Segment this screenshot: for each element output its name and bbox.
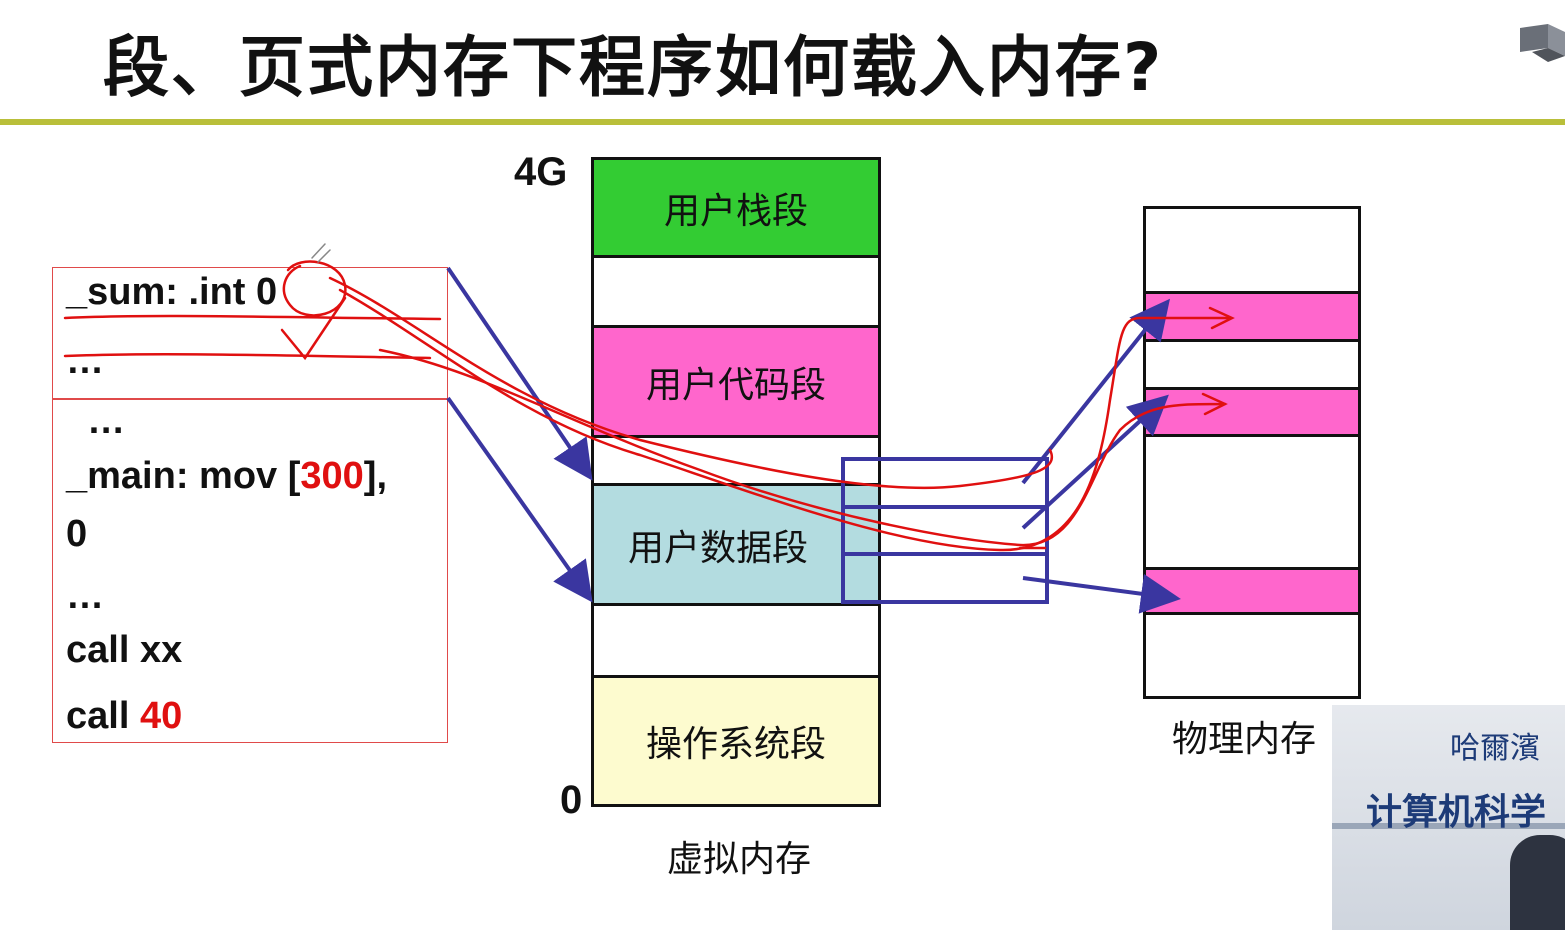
program-line-ellipsis-3: … — [66, 575, 104, 617]
vm-top-label: 4G — [514, 150, 568, 194]
vm-line — [594, 483, 878, 486]
circle-zero — [282, 260, 347, 317]
curve-c — [378, 348, 1227, 547]
physical-frame-3 — [1146, 567, 1358, 615]
physical-memory — [1143, 206, 1361, 699]
program-listing — [52, 267, 448, 743]
video-sign-top: 哈爾濱 — [1450, 731, 1540, 766]
arrowhead-b — [1208, 306, 1235, 330]
program-line-main: _main: mov [300], — [66, 455, 388, 497]
program-line-call-xx: call xx — [66, 629, 183, 671]
video-inset: 哈爾濱 计算机科学 — [1332, 705, 1565, 930]
underline-ellipsis — [63, 353, 432, 360]
page-table — [841, 457, 1049, 604]
arrow-data-section — [446, 266, 593, 481]
video-stripe — [1332, 823, 1565, 829]
underline-sum — [63, 314, 442, 321]
mapping-arrows — [446, 266, 1181, 614]
program-line-zero: 0 — [66, 513, 88, 555]
segment-user-code: 用户代码段 — [594, 328, 878, 435]
checkmark — [280, 296, 347, 361]
segment-os: 操作系统段 — [594, 678, 878, 804]
arrow-page-2 — [1022, 573, 1181, 614]
program-line-sum: _sum: .int 0 — [66, 271, 278, 313]
program-line-call-40: call 40 — [66, 695, 183, 737]
arrowhead-c — [1201, 392, 1228, 416]
physical-frame-2 — [1146, 387, 1358, 437]
segment-user-stack: 用户栈段 — [594, 160, 878, 256]
handwritten-annotations — [63, 243, 1235, 552]
physical-frame-1 — [1146, 291, 1358, 342]
vm-line — [594, 435, 878, 438]
video-sign-main: 计算机科学 — [1366, 792, 1547, 833]
pm-caption: 物理内存 — [1172, 719, 1317, 760]
arrow-page-0 — [1021, 298, 1170, 485]
curve-a — [328, 276, 1053, 490]
vm-bottom-label: 0 — [560, 778, 583, 822]
vm-caption: 虚拟内存 — [667, 839, 812, 880]
program-line-ellipsis-2: … — [66, 400, 126, 442]
vm-line — [594, 603, 878, 606]
program-divider — [53, 398, 447, 400]
segment-user-data: 用户数据段 — [594, 486, 878, 603]
arrow-code-section — [446, 396, 593, 603]
cursor-icon — [311, 243, 331, 263]
title-rule — [0, 119, 1565, 125]
curve-b — [338, 288, 1232, 552]
logo-icon — [1520, 24, 1565, 62]
slide-title: 段、页式内存下程序如何载入内存? — [103, 29, 1164, 106]
vm-line — [594, 675, 878, 678]
vm-line — [594, 255, 878, 258]
presenter — [1510, 835, 1565, 930]
arrow-page-1 — [1021, 394, 1169, 530]
program-line-ellipsis-1: … — [66, 340, 104, 382]
vm-line — [594, 325, 878, 328]
